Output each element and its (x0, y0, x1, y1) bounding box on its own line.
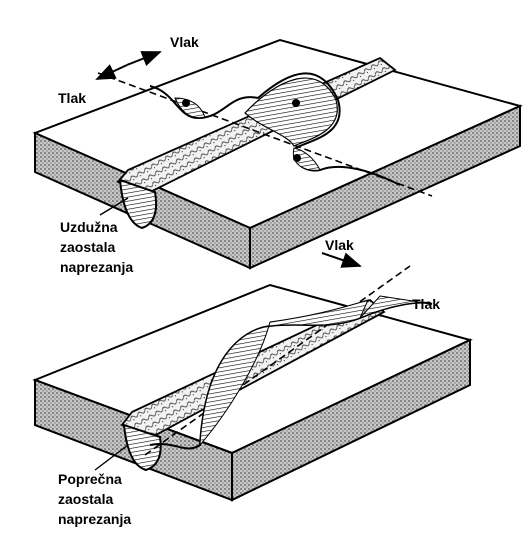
bottom-vlak-arrow (321, 252, 362, 268)
top-tlak-label: Tlak (58, 90, 86, 106)
top-caption-leader (99, 197, 129, 216)
top-plate-right-face (249, 104, 521, 270)
bottom-tlak-label: Tlak (412, 296, 440, 312)
bottom-plate-right-face (231, 338, 471, 502)
bottom-stress-fill (199, 299, 369, 447)
top-marker-dot-right (293, 154, 301, 162)
bottom-plate (32, 252, 473, 502)
top-caption-line-1: Uzdužna (60, 219, 118, 235)
bottom-caption-leader (94, 444, 129, 471)
bottom-caption-line-1: Poprečna (58, 471, 122, 487)
top-stress-axis (97, 72, 433, 197)
bottom-stress-tail (359, 295, 433, 319)
top-caption-line-3: naprezanja (60, 259, 133, 275)
top-tlak-arrow (95, 64, 128, 80)
top-stress-fill (244, 77, 338, 147)
bottom-caption-line-2: zaostala (58, 491, 113, 507)
top-vlak-label: Vlak (170, 34, 199, 50)
bottom-vlak-label: Vlak (325, 237, 354, 253)
top-marker-dot-left (182, 99, 190, 107)
top-weld-section (118, 178, 158, 230)
top-plate (32, 38, 523, 270)
top-caption-line-2: zaostala (60, 239, 115, 255)
top-marker-dot-mid (292, 99, 300, 107)
top-vlak-arrow (126, 51, 162, 67)
bottom-caption-line-3: naprezanja (58, 511, 131, 527)
bottom-weld-section (122, 423, 162, 472)
